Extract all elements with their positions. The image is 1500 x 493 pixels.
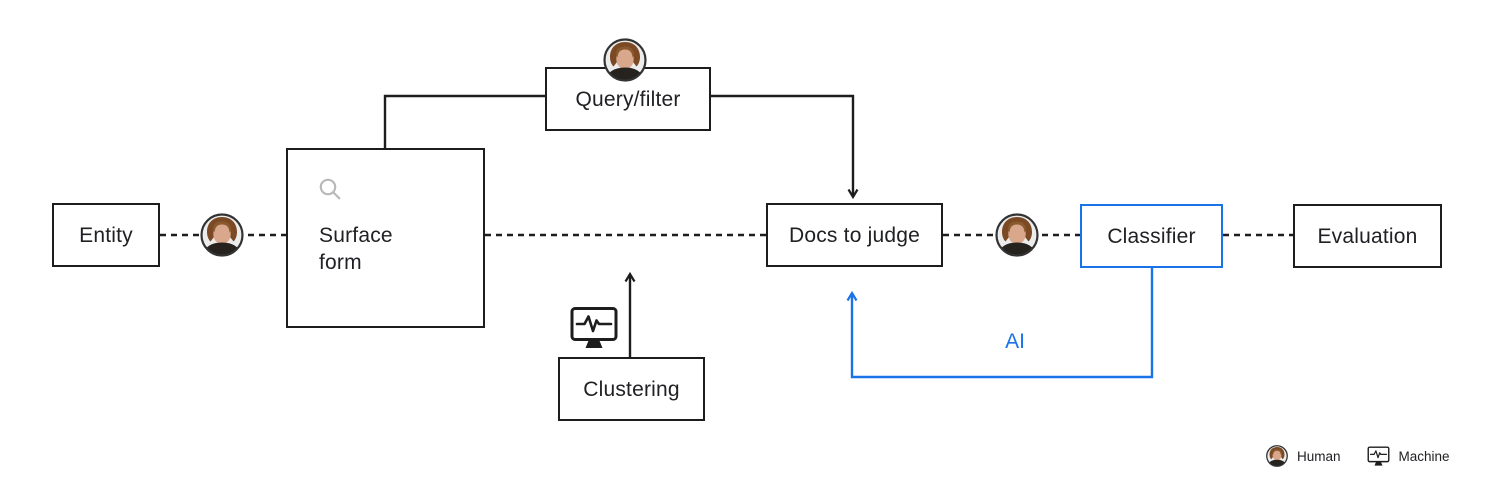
node-surface-form-label: Surface form: [319, 224, 393, 274]
ai-edge-label: AI: [1005, 330, 1025, 353]
node-evaluation-label: Evaluation: [1317, 224, 1418, 248]
machine-icon: [570, 307, 618, 348]
legend-machine-label: Machine: [1398, 448, 1450, 464]
human-avatar-icon: [200, 213, 244, 257]
legend-human-label: Human: [1297, 448, 1341, 464]
node-query-filter-label: Query/filter: [575, 87, 681, 111]
node-evaluation: Evaluation: [1293, 204, 1442, 268]
node-classifier: Classifier: [1080, 204, 1223, 268]
edge-surface-form-to-query: [383, 94, 545, 148]
node-docs-to-judge-label: Docs to judge: [788, 223, 920, 247]
node-entity-label: Entity: [79, 223, 133, 247]
node-clustering-label: Clustering: [583, 377, 680, 401]
legend: Human Machine: [1266, 445, 1450, 467]
node-query-filter: Query/filter: [545, 67, 711, 131]
node-classifier-label: Classifier: [1107, 224, 1196, 248]
human-avatar-icon: [603, 38, 647, 82]
search-icon: [319, 178, 341, 200]
legend-item-human: Human: [1266, 445, 1341, 467]
node-docs-to-judge: Docs to judge: [766, 203, 943, 267]
human-avatar-icon: [1266, 445, 1288, 467]
node-surface-form: Surface form: [286, 148, 485, 328]
edge-classifier-to-docs-ai-loop: [846, 268, 1154, 379]
node-clustering: Clustering: [558, 357, 705, 421]
edge-query-to-docs-arrow: [711, 94, 859, 200]
human-avatar-icon: [995, 213, 1039, 257]
legend-item-machine: Machine: [1367, 445, 1450, 467]
machine-icon: [1367, 445, 1389, 466]
node-entity: Entity: [52, 203, 160, 267]
